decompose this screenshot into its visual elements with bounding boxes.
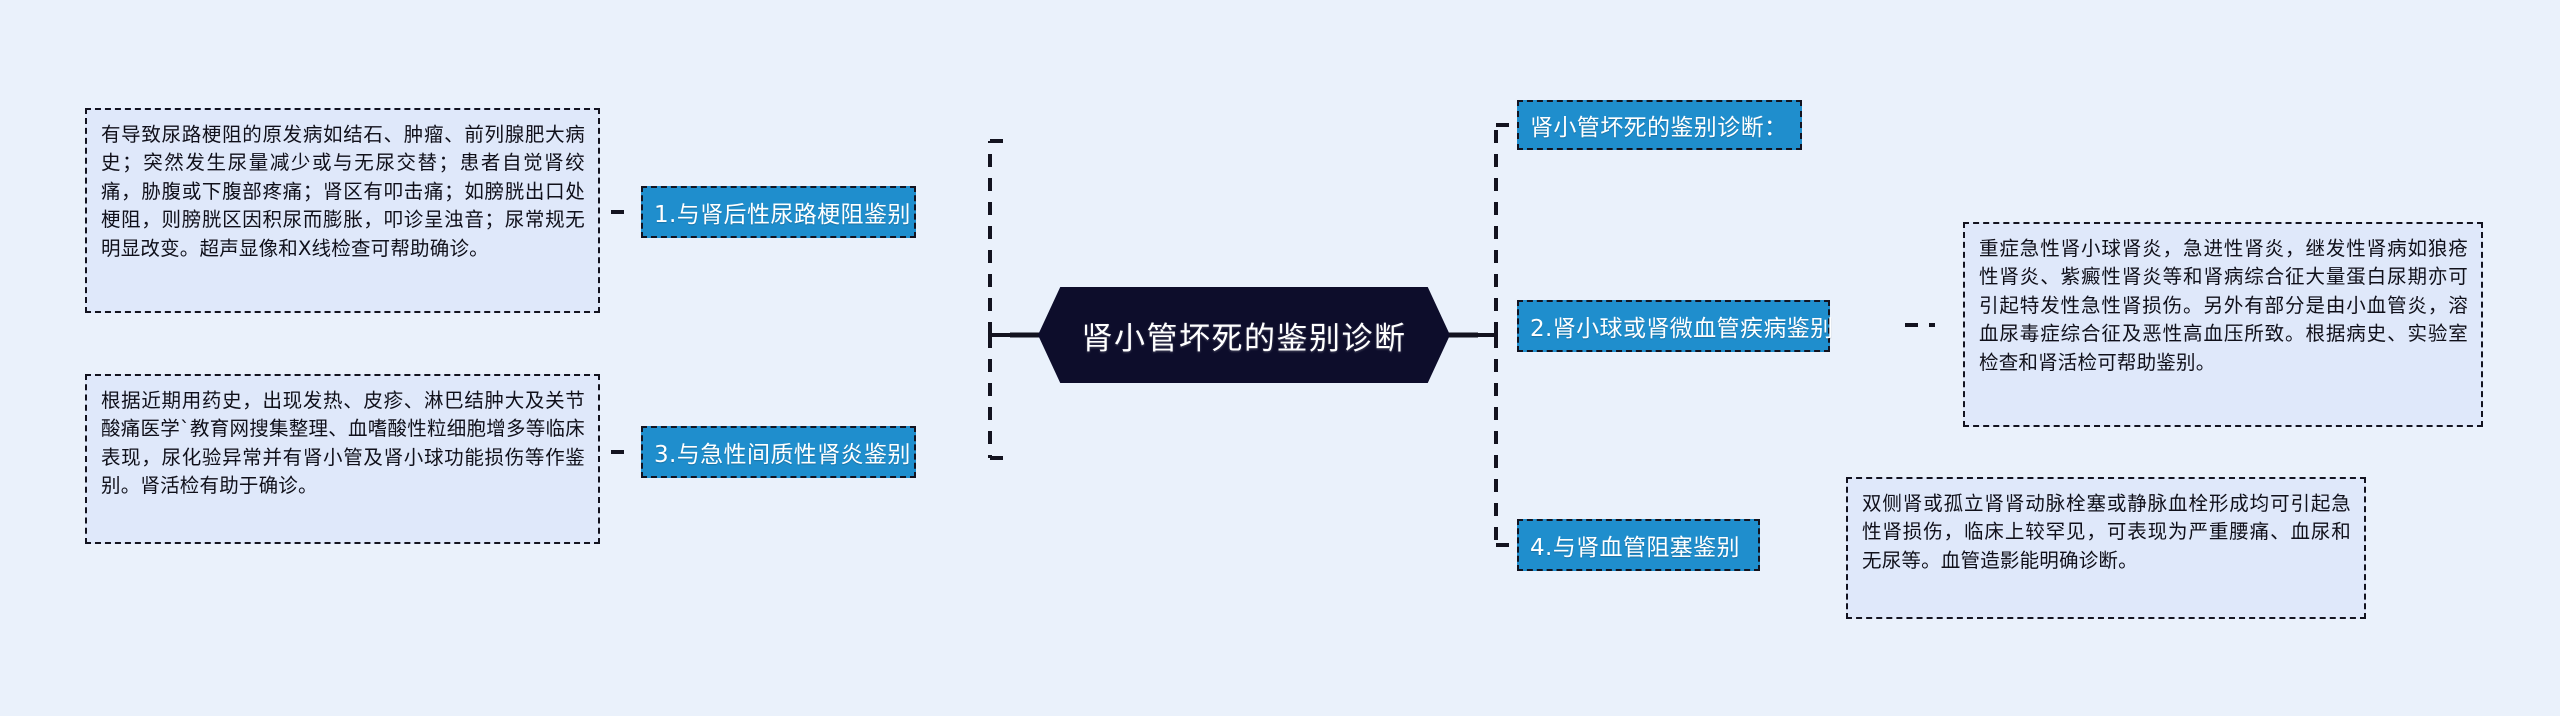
topic-box-right-4[interactable]: 4.与肾血管阻塞鉴别 xyxy=(1517,519,1760,571)
note-box-right-4: 双侧肾或孤立肾肾动脉栓塞或静脉血栓形成均可引起急性肾损伤，临床上较罕见，可表现为… xyxy=(1846,477,2366,619)
note-box-right-2: 重症急性肾小球肾炎，急进性肾炎，继发性肾病如狼疮性肾炎、紫癜性肾炎等和肾病综合征… xyxy=(1963,222,2483,427)
topic-box-left-1[interactable]: 1.与肾后性尿路梗阻鉴别 xyxy=(641,186,916,238)
note-box-left-1: 有导致尿路梗阻的原发病如结石、肿瘤、前列腺肥大病史；突然发生尿量减少或与无尿交替… xyxy=(85,108,600,313)
central-node[interactable]: 肾小管坏死的鉴别诊断 xyxy=(1038,287,1450,383)
topic-box-left-3[interactable]: 3.与急性间质性肾炎鉴别 xyxy=(641,426,916,478)
topic-box-right-2[interactable]: 2.肾小球或肾微血管疾病鉴别 xyxy=(1517,300,1833,352)
note-box-left-2: 根据近期用药史，出现发热、皮疹、淋巴结肿大及关节酸痛医学`教育网搜集整理、血嗜酸… xyxy=(85,374,600,544)
topic-box-right-header[interactable]: 肾小管坏死的鉴别诊断： xyxy=(1517,100,1802,150)
